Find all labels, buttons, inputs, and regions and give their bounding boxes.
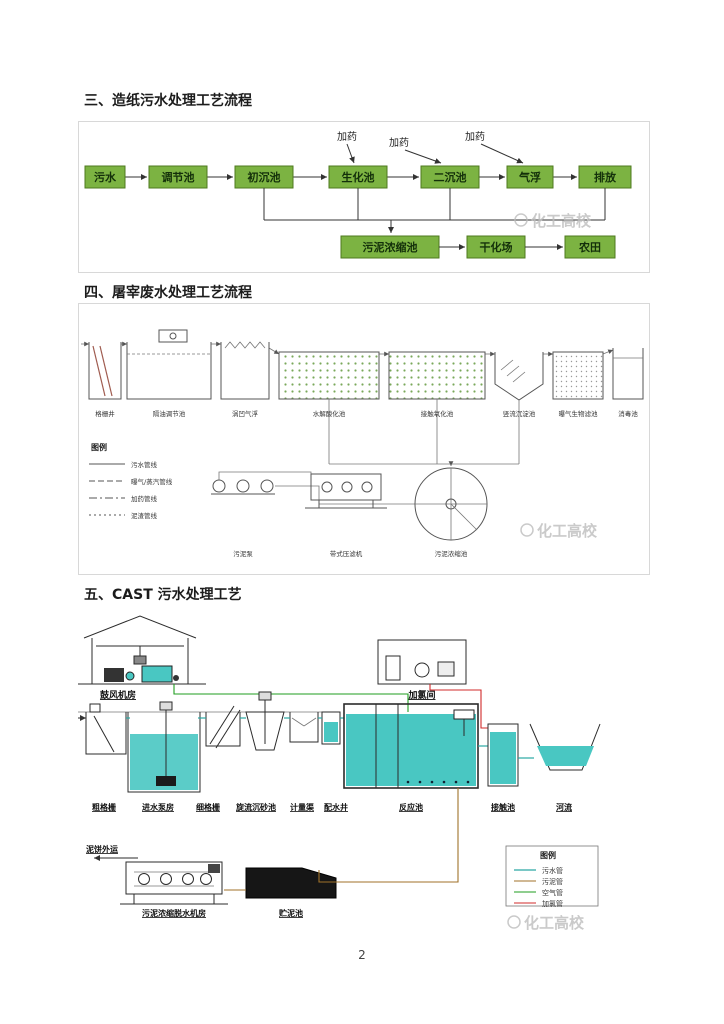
train-label: 计量渠 [290, 802, 315, 812]
legend-item-label: 空气管 [542, 888, 563, 897]
sludge-label: 泥饼外运 [86, 844, 118, 854]
tank-vertical-flow-clarifier [494, 352, 544, 401]
flow-step-label: 调节池 [162, 170, 195, 184]
cast-diagram: 鼓风机房 加氯间 [78, 615, 601, 932]
dosing-label: 加药 [389, 137, 409, 149]
chlorination-room: 加氯间 [377, 639, 467, 701]
dosing-annotations: 加药 加药 加药 [337, 131, 524, 164]
watermark-logo-icon [507, 915, 521, 929]
train-label: 细格栅 [196, 802, 220, 812]
tank-oil-separation-equalization [126, 329, 212, 400]
equipment-label: 带式压滤机 [330, 549, 363, 558]
sludge-step-boxes: 污泥浓缩池 干化场 农田 [340, 235, 616, 259]
train-label: 河流 [556, 802, 572, 812]
tank-aerated-biofilter [552, 351, 604, 400]
sludge-step-label: 农田 [578, 240, 601, 254]
papermaking-flowchart-figure: 加药 加药 加药 污水 调节池 初沉池 生化池 二沉池 [78, 121, 650, 273]
page-number: 2 [358, 948, 366, 962]
train-label: 旋流沉砂池 [235, 802, 276, 812]
tank-labels: 格栅井 隔油调节池 涡凹气浮 水解酸化池 接触氧化池 竖流沉淀池 曝气生物滤池 … [95, 409, 638, 418]
tank-label: 隔油调节池 [153, 409, 186, 418]
sludge-pumps [211, 471, 312, 495]
sludge-piping [275, 399, 520, 505]
tank-label: 格栅井 [95, 409, 115, 418]
reaction-tank [343, 703, 479, 789]
cast-diagram-figure: 鼓风机房 加氯间 [78, 606, 648, 940]
watermark: 化工高校 [520, 522, 598, 540]
inlet-train [78, 691, 344, 793]
chlorine-pipe [429, 684, 488, 729]
legend-item-label: 污泥管 [542, 877, 563, 886]
equipment-label: 污泥浓缩池 [435, 549, 468, 558]
slaughterhouse-diagram: 格栅井 隔油调节池 涡凹气浮 水解酸化池 接触氧化池 竖流沉淀池 曝气生物滤池 … [81, 329, 644, 558]
sludge-step-label: 污泥浓缩池 [363, 240, 418, 254]
watermark-logo-icon [520, 523, 534, 537]
tank-label: 消毒池 [618, 409, 638, 418]
legend-item-label: 加氯管 [542, 899, 563, 908]
train-label: 配水井 [324, 802, 348, 812]
train-label: 粗格栅 [92, 802, 116, 812]
watermark-text: 化工高校 [531, 212, 592, 230]
legend: 图例 污水管线 曝气/蒸汽管线 加药管线 泥渣管线 [89, 442, 173, 520]
equipment-labels: 污泥泵 带式压滤机 污泥浓缩池 [233, 549, 468, 558]
legend-item-label: 泥渣管线 [131, 511, 158, 520]
watermark-logo-icon [514, 213, 528, 227]
sludge-handling: 泥饼外运 污泥浓缩脱水机房 贮泥池 [86, 788, 459, 918]
sludge-thickener-plan [414, 467, 488, 541]
river-outfall [529, 723, 601, 771]
flow-connectors [81, 341, 614, 357]
flow-step-label: 污水 [94, 170, 117, 184]
tank-cavitation-air-flotation [220, 341, 270, 400]
section-2-heading: 四、屠宰废水处理工艺流程 [84, 285, 252, 301]
flow-step-boxes: 污水 调节池 初沉池 生化池 二沉池 气浮 排放 [84, 165, 632, 189]
room-label: 加氯间 [407, 689, 435, 701]
train-label: 接触池 [491, 802, 515, 812]
watermark: 化工高校 [514, 212, 592, 230]
legend-item-label: 污水管线 [131, 460, 158, 469]
tank-disinfection [612, 348, 644, 400]
belt-filter-press [305, 473, 387, 509]
flow-step-label: 二沉池 [434, 170, 467, 184]
flow-step-label: 初沉池 [248, 170, 281, 184]
flow-step-label: 气浮 [518, 170, 541, 184]
sludge-label: 污泥浓缩脱水机房 [142, 908, 206, 918]
sludge-collector-lines [263, 188, 606, 233]
dosing-label: 加药 [465, 131, 485, 143]
watermark: 化工高校 [507, 914, 585, 932]
tank-hydrolysis-acidification [278, 351, 380, 400]
tank-contact-oxidation [388, 351, 486, 400]
tank-label: 涡凹气浮 [232, 409, 259, 418]
room-label: 鼓风机房 [100, 689, 136, 701]
contact-tank [478, 723, 534, 787]
legend-title: 图例 [540, 850, 556, 860]
legend-title: 图例 [91, 442, 107, 452]
dosing-label: 加药 [337, 131, 357, 143]
air-pipe [173, 684, 409, 712]
papermaking-flowchart: 加药 加药 加药 污水 调节池 初沉池 生化池 二沉池 [84, 131, 632, 259]
section-3-heading: 五、CAST 污水处理工艺 [84, 587, 242, 603]
section-1-heading: 三、造纸污水处理工艺流程 [84, 93, 252, 109]
train-labels: 粗格栅 进水泵房 细格栅 旋流沉砂池 计量渠 配水井 反应池 接触池 河流 [92, 802, 572, 812]
watermark-text: 化工高校 [537, 522, 598, 540]
watermark-text: 化工高校 [524, 914, 585, 932]
legend-item-label: 曝气/蒸汽管线 [131, 477, 173, 486]
legend-item-label: 污水管 [542, 866, 563, 875]
flow-step-label: 排放 [594, 170, 617, 184]
train-label: 进水泵房 [142, 802, 174, 812]
equipment-label: 污泥泵 [233, 550, 253, 558]
sludge-step-label: 干化场 [480, 240, 513, 254]
tank-label: 曝气生物滤池 [559, 409, 599, 418]
flow-step-label: 生化池 [342, 170, 375, 184]
tank-screen-well [88, 342, 122, 400]
legend-item-label: 加药管线 [131, 494, 158, 503]
sludge-label: 贮泥池 [278, 908, 303, 918]
train-label: 反应池 [399, 802, 423, 812]
slaughterhouse-diagram-figure: 格栅井 隔油调节池 涡凹气浮 水解酸化池 接触氧化池 竖流沉淀池 曝气生物滤池 … [78, 303, 650, 575]
legend: 图例 污水管 污泥管 空气管 加氯管 [505, 845, 599, 908]
blower-room: 鼓风机房 [78, 615, 206, 701]
